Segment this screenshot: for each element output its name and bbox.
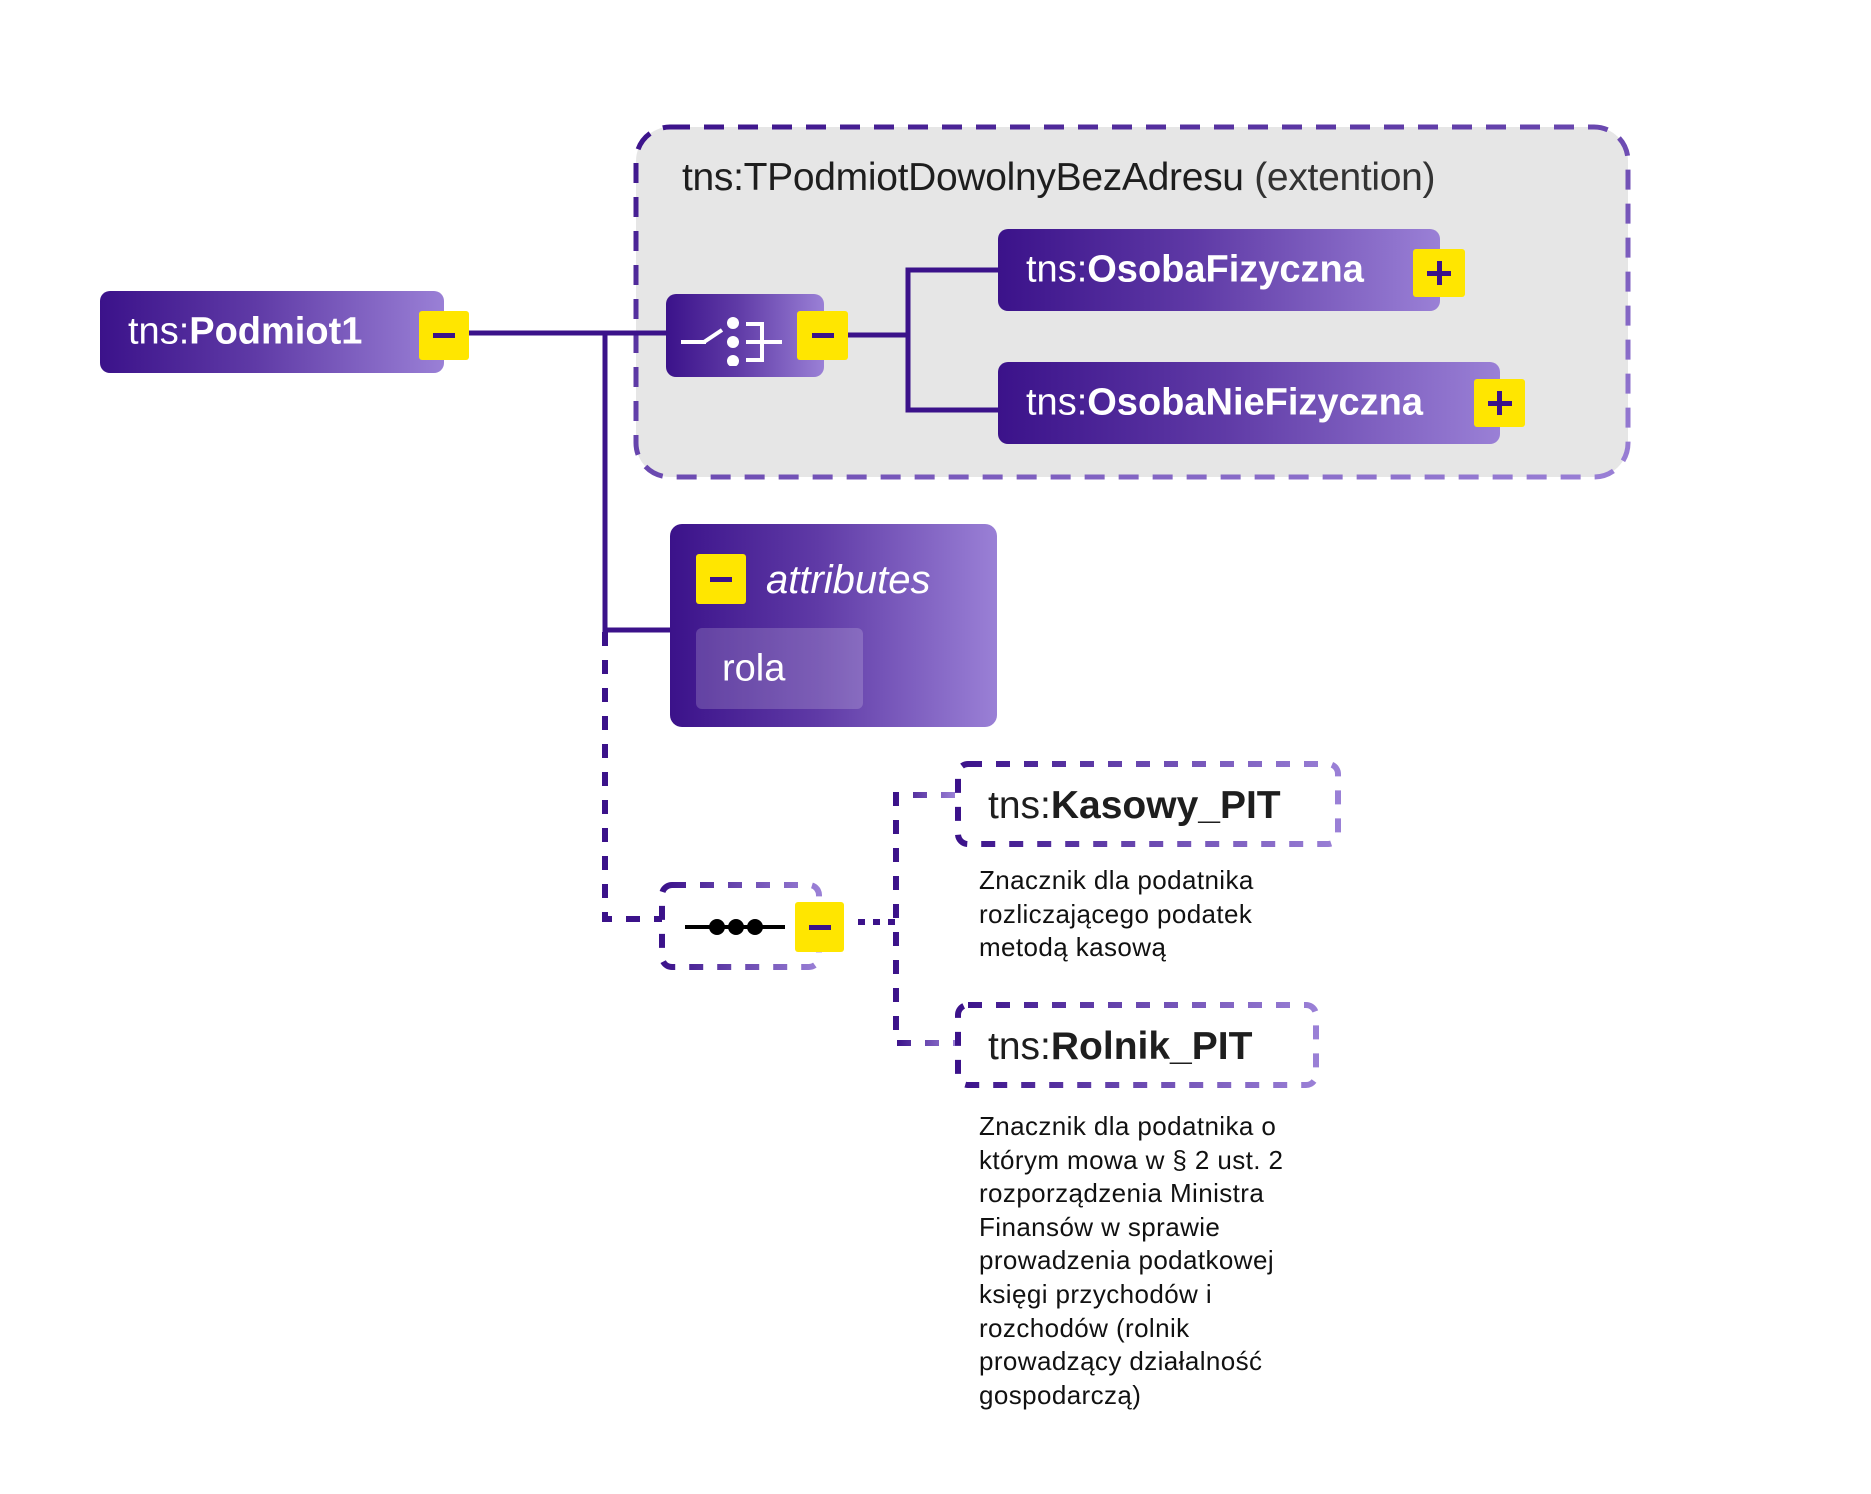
element-rolnik-pit[interactable]: tns:Rolnik_PIT — [988, 1025, 1252, 1069]
rolnik-box-border — [955, 1002, 1319, 1088]
connector-root-sequence — [602, 632, 662, 922]
connector-choice-options — [905, 267, 998, 413]
plus-icon — [1427, 261, 1451, 285]
option-prefix: tns: — [1026, 381, 1088, 424]
extension-type-name: tns:TPodmiotDowolnyBezAdresu — [682, 156, 1244, 199]
root-node-label: tns:Podmiot1 — [128, 311, 362, 354]
element-kasowy-pit[interactable]: tns:Kasowy_PIT — [988, 784, 1281, 828]
root-name: Podmiot1 — [189, 310, 363, 353]
minus-icon — [811, 333, 834, 338]
root-collapse-button[interactable] — [419, 311, 469, 360]
attribute-name: rola — [722, 647, 786, 689]
expand-osoba-nie-fizyczna-button[interactable] — [1474, 379, 1525, 427]
choice-icon — [681, 317, 782, 366]
extension-title: tns:TPodmiotDowolnyBezAdresu (extention) — [682, 156, 1436, 200]
choice-collapse-button[interactable] — [797, 311, 848, 360]
attributes-collapse-button[interactable] — [696, 554, 746, 604]
connector-sequence-elements — [893, 792, 955, 1046]
attribute-item-rola[interactable]: rola — [696, 628, 863, 709]
minus-icon — [433, 333, 455, 338]
element-prefix: tns: — [988, 1025, 1051, 1068]
element-prefix: tns: — [988, 784, 1051, 827]
sequence-collapse-button[interactable] — [795, 902, 844, 952]
minus-icon — [808, 924, 831, 930]
option-name: OsobaFizyczna — [1087, 248, 1364, 291]
connector-root-attributes — [602, 333, 670, 633]
expand-osoba-fizyczna-button[interactable] — [1413, 249, 1465, 297]
sequence-box-border — [659, 882, 822, 970]
sequence-compositor[interactable] — [662, 885, 819, 967]
option-label: tns:OsobaFizyczna — [1026, 249, 1364, 292]
root-node[interactable]: tns:Podmiot1 — [100, 291, 444, 373]
extension-suffix: (extention) — [1254, 156, 1436, 199]
element-kasowy-pit-description: Znacznik dla podatnika rozliczającego po… — [979, 865, 1254, 963]
option-name: OsobaNieFizyczna — [1087, 381, 1424, 424]
element-name: Rolnik_PIT — [1050, 1025, 1253, 1068]
plus-icon — [1487, 391, 1512, 415]
kasowy-box-border — [955, 761, 1341, 847]
extension-container-border — [633, 124, 1631, 480]
attributes-title: attributes — [766, 558, 931, 602]
element-rolnik-pit-description: Znacznik dla podatnika o którym mowa w §… — [979, 1111, 1284, 1410]
option-osoba-fizyczna[interactable]: tns:OsobaFizyczna — [998, 229, 1440, 311]
sequence-icon — [685, 919, 785, 935]
element-name: Kasowy_PIT — [1050, 784, 1281, 827]
minus-icon — [710, 576, 732, 582]
root-prefix: tns: — [128, 310, 190, 353]
option-osoba-nie-fizyczna[interactable]: tns:OsobaNieFizyczna — [998, 362, 1500, 444]
option-prefix: tns: — [1026, 248, 1088, 291]
option-label: tns:OsobaNieFizyczna — [1026, 382, 1423, 425]
